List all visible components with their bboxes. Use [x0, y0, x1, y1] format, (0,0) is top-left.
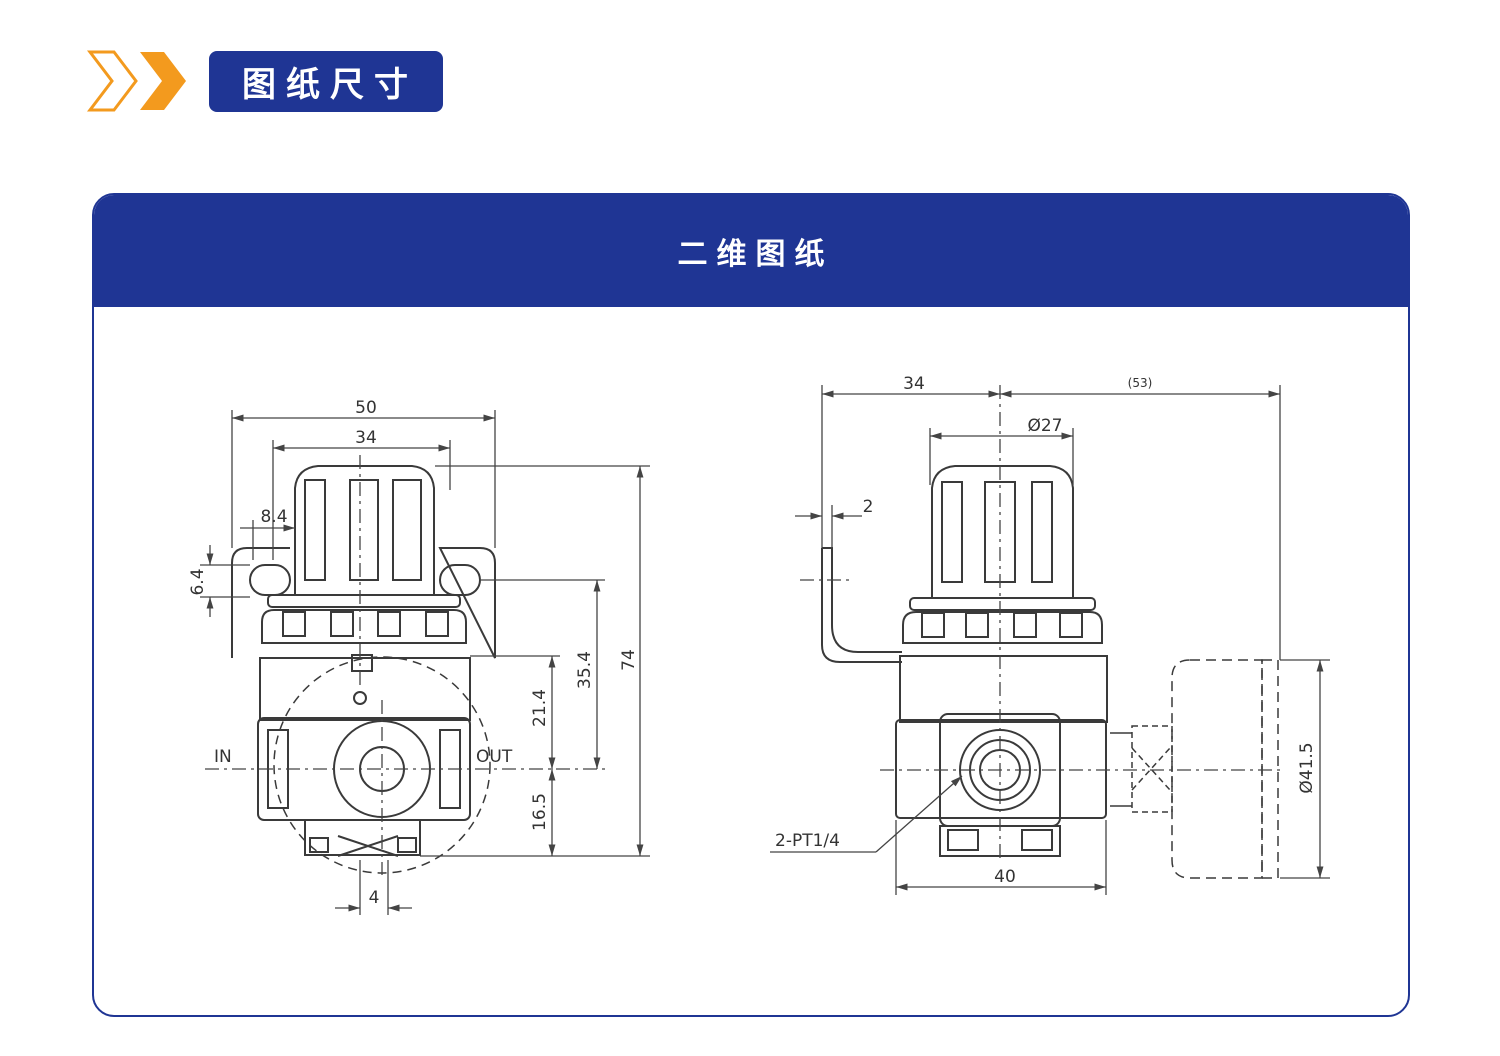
- section-header: 图纸尺寸: [86, 46, 456, 116]
- double-chevron-icon: [86, 50, 186, 112]
- drawing-card: 二维图纸: [92, 193, 1410, 1017]
- section-title: 图纸尺寸: [209, 51, 443, 112]
- card-title: 二维图纸: [94, 195, 1408, 307]
